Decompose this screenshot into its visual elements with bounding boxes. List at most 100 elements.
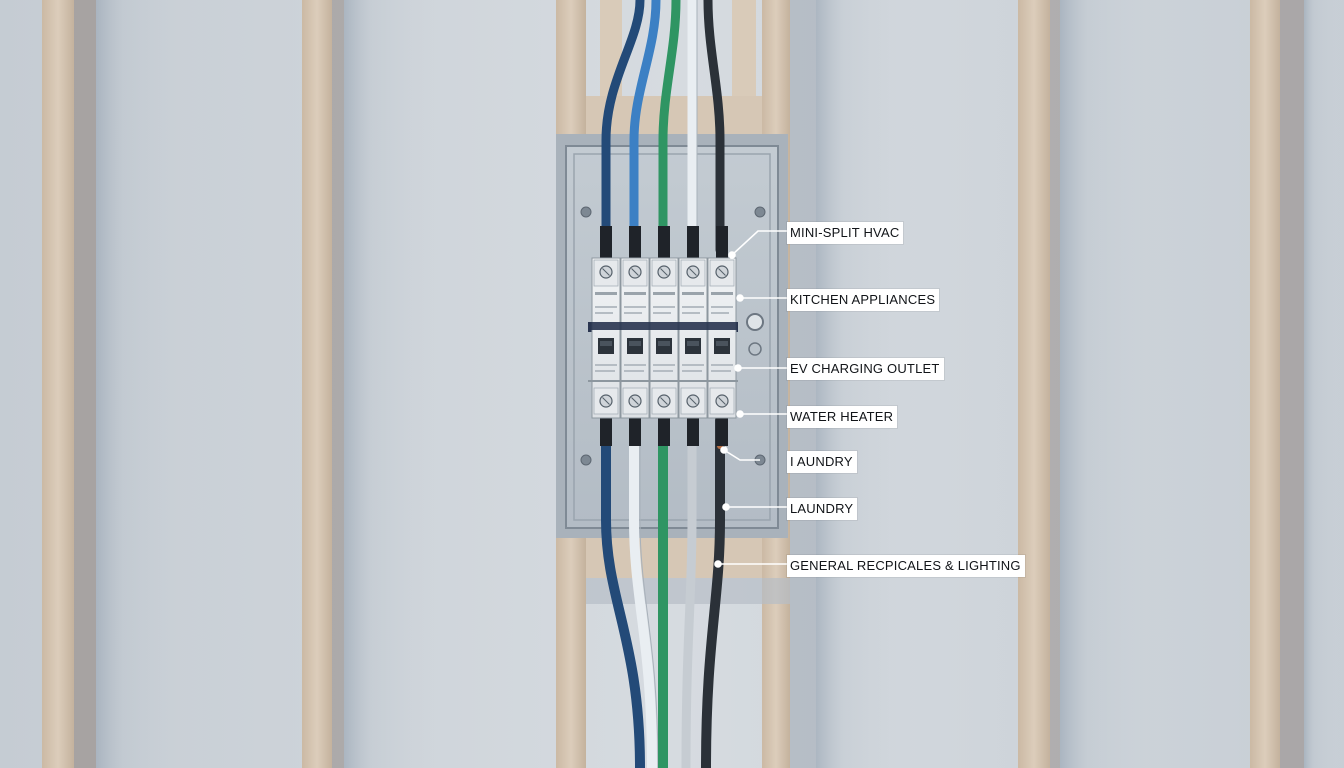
cable-sheath xyxy=(658,418,670,446)
breaker-label-strip xyxy=(711,312,729,314)
screw-slot xyxy=(660,268,668,276)
breaker-label-strip xyxy=(595,292,617,295)
panel-inner-lip xyxy=(573,153,771,521)
screw-slot xyxy=(631,268,639,276)
mounting-screw-icon xyxy=(580,206,592,218)
label-ev-charging-outlet: EV CHARGING OUTLET xyxy=(787,358,944,380)
breaker-label-strip xyxy=(711,292,733,295)
label-laundry-1: I AUNDRY xyxy=(787,451,857,473)
screw-slot xyxy=(660,397,668,405)
wire-black-top xyxy=(703,0,725,255)
stud xyxy=(1250,0,1280,768)
cable-sheath xyxy=(687,226,699,258)
screw-slot xyxy=(689,268,697,276)
breaker-label-strip xyxy=(624,364,646,366)
cable-sheath xyxy=(687,418,699,446)
breaker-label-strip xyxy=(624,370,644,372)
breaker-handle-highlight xyxy=(687,341,699,346)
breaker-module xyxy=(588,226,738,446)
wall-bay-shadow xyxy=(1060,0,1170,768)
breaker-terminal xyxy=(622,259,648,287)
screw-slot xyxy=(602,397,610,405)
cable-sheath xyxy=(600,418,612,446)
cable-sheath xyxy=(716,418,728,446)
cable-sheath xyxy=(716,226,728,258)
jack-stud xyxy=(732,0,756,96)
knockout-icon xyxy=(748,342,762,356)
din-rail-band xyxy=(590,322,738,330)
mounting-screw-icon xyxy=(580,454,592,466)
breaker-label-strip xyxy=(682,292,704,295)
stud xyxy=(302,0,332,768)
mounting-screw-icon xyxy=(754,206,766,218)
leader-laundry-1 xyxy=(723,449,760,461)
wires xyxy=(601,0,725,768)
breaker-handle-highlight xyxy=(658,341,670,346)
breaker-label-strip xyxy=(653,312,671,314)
stud xyxy=(1018,0,1050,768)
stud-shadow xyxy=(1280,0,1304,768)
screw-slot xyxy=(718,268,726,276)
breaker-label-strip xyxy=(711,364,733,366)
breaker-handle-highlight xyxy=(600,341,612,346)
label-kitchen-appliances: KITCHEN APPLIANCES xyxy=(787,289,940,311)
stud-shadow xyxy=(74,0,96,768)
breaker-label-strip xyxy=(624,306,646,308)
label-water-heater: WATER HEATER xyxy=(787,406,898,428)
wire-black-bottom xyxy=(701,415,725,768)
leader-mini-split-hvac xyxy=(731,230,788,256)
label-mini-split-hvac: MINI-SPLIT HVAC xyxy=(787,222,904,244)
leader-dot xyxy=(722,503,730,511)
stud xyxy=(42,0,74,768)
breaker-label-strip xyxy=(653,364,675,366)
leader-dot xyxy=(728,251,736,259)
wire-white-bottom xyxy=(629,415,657,768)
knockout-icon xyxy=(746,313,764,331)
wire-grey-bottom xyxy=(681,415,697,768)
leader-dot xyxy=(734,364,742,372)
breaker-label-strip xyxy=(682,312,700,314)
leader-dot xyxy=(720,446,728,454)
stud-shadow xyxy=(1050,0,1060,768)
breaker-label-strip xyxy=(624,292,646,295)
breaker-handle-highlight xyxy=(629,341,641,346)
wall-bay-shadow xyxy=(96,0,206,768)
breaker-label-strip xyxy=(653,306,675,308)
breaker-label-strip xyxy=(595,312,613,314)
screw-slot xyxy=(689,397,697,405)
wire-navy-bottom xyxy=(601,415,645,768)
screw-slot xyxy=(602,268,610,276)
cable-sheath xyxy=(629,226,641,258)
screw-slot xyxy=(718,397,726,405)
cable-sheath xyxy=(629,418,641,446)
breaker-label-strip xyxy=(595,306,617,308)
wire-blue-top xyxy=(629,0,661,255)
breaker-label-strip xyxy=(682,306,704,308)
breaker-label-strip xyxy=(653,292,675,295)
breaker-label-strip xyxy=(653,370,673,372)
wall-bay-shadow xyxy=(344,0,454,768)
screw-slot xyxy=(631,397,639,405)
cable-sheath xyxy=(600,226,612,258)
breaker-label-strip xyxy=(682,370,702,372)
cable-sheath xyxy=(658,226,670,258)
stud-shadow xyxy=(332,0,344,768)
breaker-handle-highlight xyxy=(716,341,728,346)
breaker-label-strip xyxy=(711,370,731,372)
breaker-label-strip xyxy=(682,364,704,366)
label-laundry-2: LAUNDRY xyxy=(787,498,858,520)
label-general-receptacles-lighting: GENERAL RECPICALES & LIGHTING xyxy=(787,555,1025,577)
breaker-terminal xyxy=(593,259,619,287)
blocking-upper xyxy=(586,96,762,134)
leader-lines xyxy=(714,230,788,568)
wire-green-top xyxy=(658,0,681,255)
breaker-label-strip xyxy=(595,370,615,372)
leader-dot xyxy=(736,410,744,418)
wall-bay-shadow xyxy=(1304,0,1344,768)
leader-dot xyxy=(714,560,722,568)
wall-bay-shadow xyxy=(816,0,926,768)
breaker-label-strip xyxy=(711,306,733,308)
wire-navy-top xyxy=(601,0,645,255)
breaker-label-strip xyxy=(595,364,617,366)
